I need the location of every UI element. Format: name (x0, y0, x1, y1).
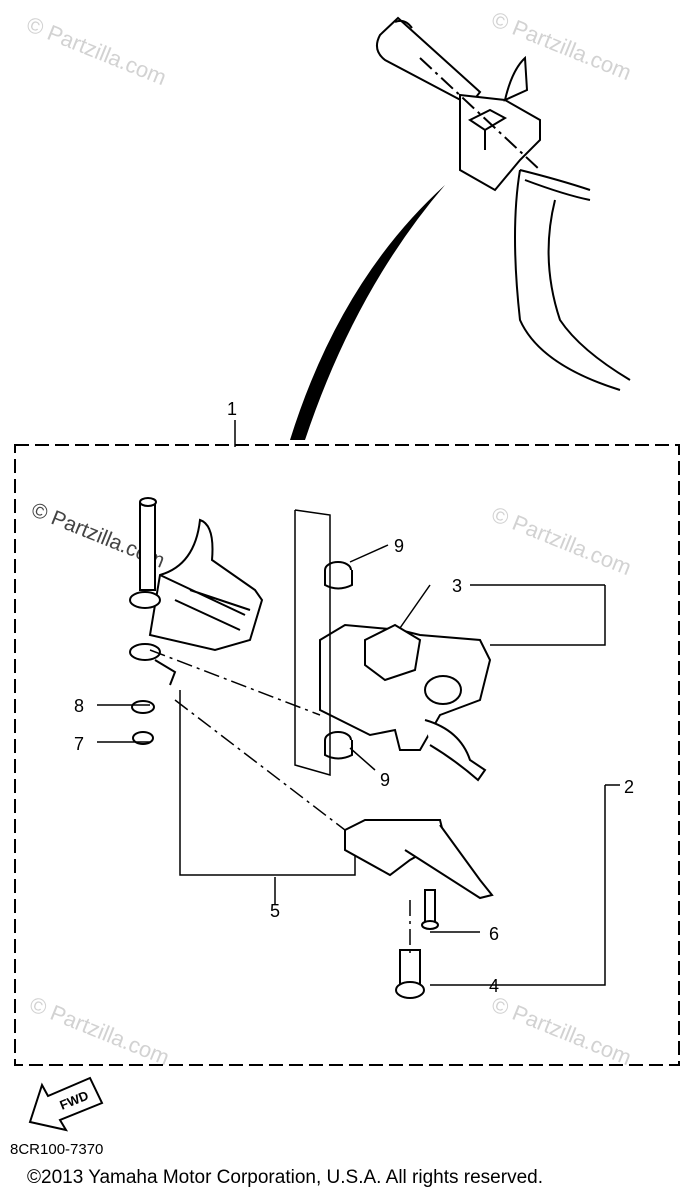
washer-illustration (131, 700, 155, 745)
watermark: © Partzilla.com (488, 501, 635, 580)
callout-9-top: 9 (394, 536, 404, 556)
part-code: 8CR100-7370 (10, 1141, 104, 1158)
watermark: © Partzilla.com (488, 6, 635, 85)
callout-1: 1 (227, 399, 237, 419)
center-lines (149, 649, 411, 955)
callout-4: 4 (489, 976, 499, 996)
assembly-box (14, 444, 680, 1066)
switch-illustration (319, 561, 492, 782)
leader-wedge (290, 185, 445, 440)
callout-2: 2 (624, 777, 634, 797)
callout-7: 7 (74, 734, 84, 754)
callout-5: 5 (270, 901, 280, 921)
handlebar-illustration (375, 16, 631, 391)
callout-labels: 1 2 3 4 5 6 7 8 9 9 (74, 399, 634, 996)
watermark: © Partzilla.com (26, 991, 173, 1070)
copyright: ©2013 Yamaha Motor Corporation, U.S.A. A… (27, 1167, 543, 1188)
callout-6: 6 (489, 924, 499, 944)
callout-3: 3 (452, 576, 462, 596)
bracket-illustration (129, 497, 264, 686)
fwd-arrow-icon: FWD (28, 1076, 104, 1132)
lever-illustration (344, 819, 494, 999)
watermark-group: © Partzilla.com © Partzilla.com © Partzi… (23, 6, 635, 1070)
callout-9-bottom: 9 (380, 770, 390, 790)
callout-8: 8 (74, 696, 84, 716)
watermark: © Partzilla.com (488, 991, 635, 1070)
callout-brackets (97, 509, 620, 986)
watermark: © Partzilla.com (23, 11, 170, 90)
